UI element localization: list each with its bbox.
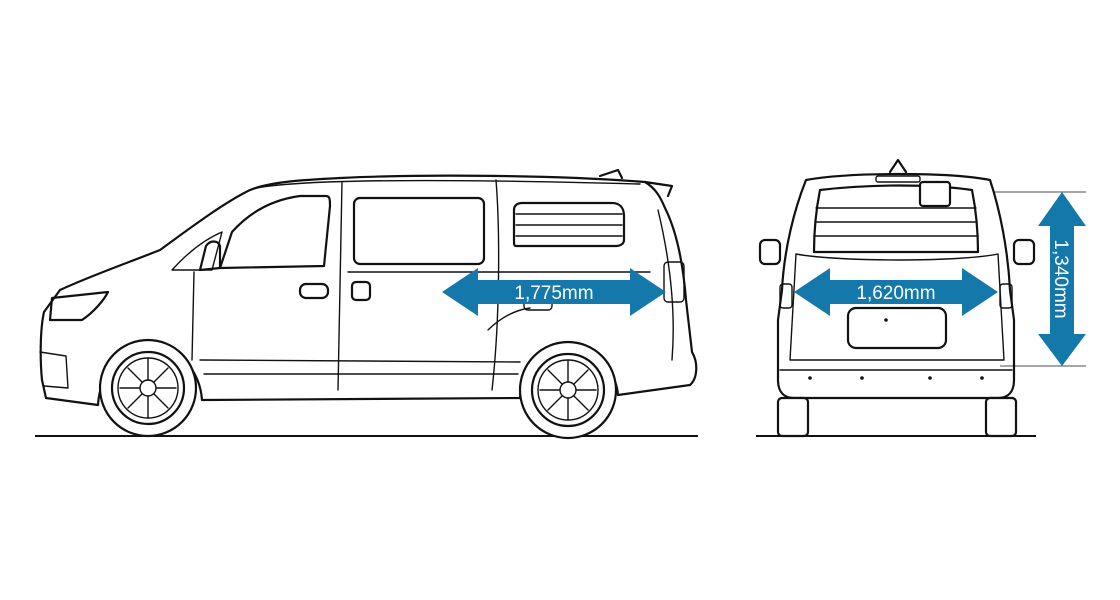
side-door-seam-b [337,181,343,391]
side-rear-light [663,261,685,303]
side-front-door-handle [298,282,330,300]
rear-sensor-3 [928,376,932,380]
side-mirror [198,240,222,272]
side-rear-window [512,201,626,248]
side-door-seam-c [491,179,500,391]
side-front-bumper [39,351,69,389]
rear-antenna [888,158,908,174]
rear-tire-right [984,396,1018,438]
rear-height-label: 1,340mm [1050,239,1071,318]
rear-width-arrow: 1,620mm [794,268,998,316]
rear-width-arrow-shape [794,268,998,316]
rear-mirror-left [758,238,782,266]
rear-mirror-right [1012,238,1036,266]
side-length-arrow-shape [442,268,666,316]
rear-sensor-1 [808,376,812,380]
side-door-seam-front [191,271,195,361]
rear-plate-light [884,318,888,322]
side-front-wheel [98,338,198,438]
van-side-view: 1,775mm [35,168,698,440]
side-roof-spoiler [598,168,674,198]
rear-window [812,184,980,254]
side-body-line [487,307,531,331]
side-length-label: 1,775mm [514,283,593,304]
side-middle-window [352,196,486,266]
rear-license-plate [846,306,948,350]
rear-body-outline [776,172,1016,400]
rear-top-spoiler [875,175,921,183]
side-sliding-door-handle [350,280,372,302]
rear-camera-box [918,180,952,208]
rear-tire-left [776,396,810,438]
rear-tailgate-seam [789,253,1005,361]
side-rear-wheel [518,340,618,440]
side-rear-panel [657,209,674,361]
side-front-window [218,194,332,270]
side-headlight [48,290,110,322]
rear-sensor-2 [860,376,864,380]
side-length-arrow: 1,775mm [442,268,666,316]
rear-tail-light-right [999,283,1013,309]
van-rear-view: 1,620mm 1,340mm [756,158,1086,438]
rear-tail-light-left [779,283,793,309]
rear-height-arrow-shape [1038,192,1086,366]
rear-height-arrow: 1,340mm [1038,192,1086,366]
side-windshield [171,231,223,271]
side-lower-crease [199,359,521,375]
side-roof-line [255,179,641,189]
rear-width-label: 1,620mm [856,283,935,304]
rear-sensor-4 [980,376,984,380]
